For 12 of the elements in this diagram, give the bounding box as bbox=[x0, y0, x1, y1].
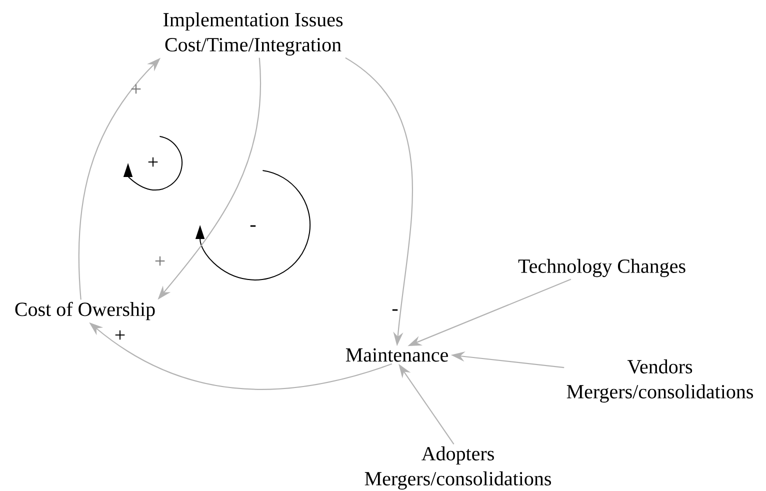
edge-label: + bbox=[115, 330, 125, 340]
node-label: Implementation Issues Cost/Time/Integration bbox=[163, 12, 343, 56]
loop-sign: + bbox=[148, 157, 158, 167]
node-label: Technology Changes bbox=[518, 258, 686, 278]
edge-label: + bbox=[155, 256, 165, 266]
edge-label: + bbox=[131, 84, 141, 94]
node-label: Maintenance bbox=[346, 348, 448, 362]
node-label: Vendors Mergers/consolidations bbox=[566, 359, 753, 403]
loop-sign: - bbox=[250, 225, 256, 227]
node-label: Adopters Mergers/consolidations bbox=[364, 446, 551, 490]
edge-label: - bbox=[392, 309, 398, 311]
node-label: Cost of Owership bbox=[15, 302, 155, 320]
